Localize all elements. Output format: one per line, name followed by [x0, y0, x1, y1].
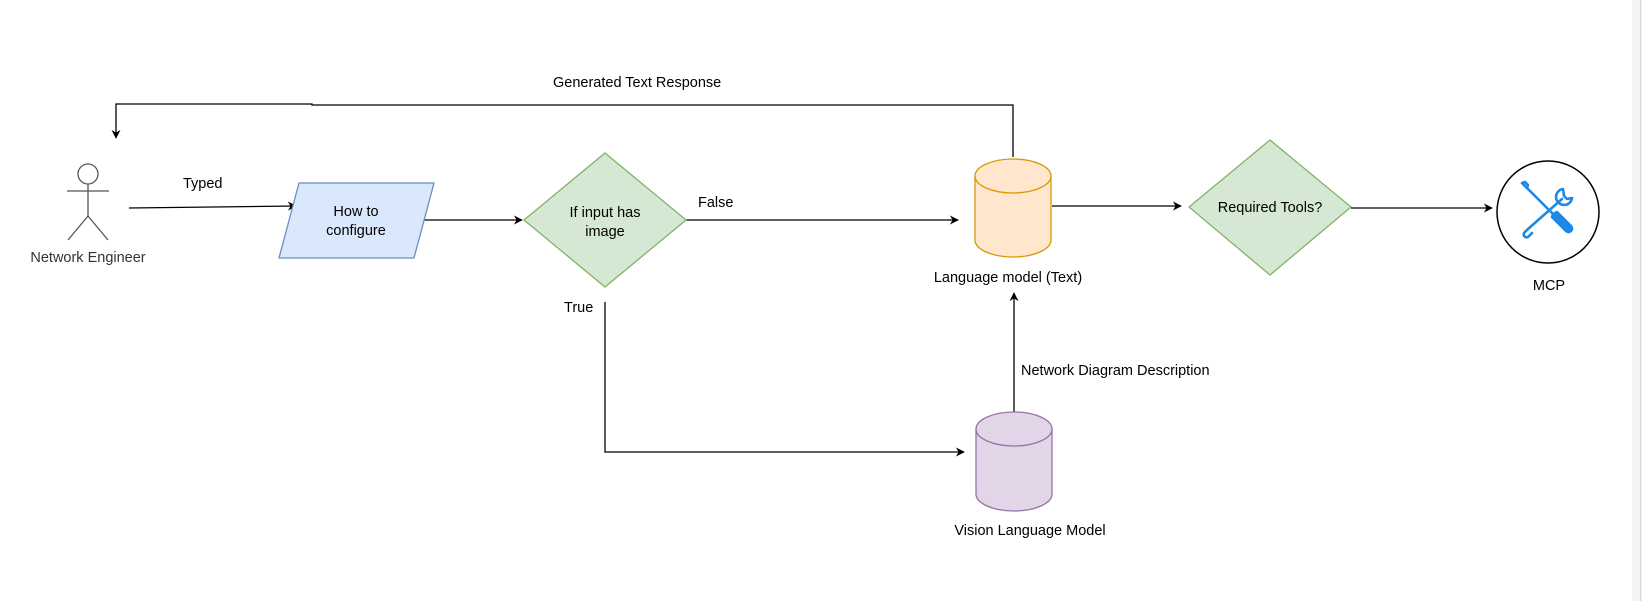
- actor-network-engineer[interactable]: Network Engineer: [30, 163, 146, 266]
- edge-true[interactable]: [604, 302, 965, 457]
- actor-label: Network Engineer: [30, 250, 145, 266]
- mcp-label: MCP: [1533, 278, 1565, 294]
- parallelogram-shape: [278, 182, 435, 259]
- mcp-node[interactable]: MCP: [1496, 160, 1600, 294]
- required-tools-label: Required Tools?: [1218, 200, 1323, 216]
- diamond-shape: [1187, 139, 1353, 276]
- input-line-1: How to: [333, 204, 378, 220]
- stick-figure-icon: [67, 163, 109, 241]
- edge-typed[interactable]: [128, 201, 297, 211]
- language-model-text[interactable]: Language model (Text): [934, 158, 1082, 286]
- edge-label-typed: Typed: [183, 176, 223, 192]
- decision-if-input-has-image[interactable]: If input has image: [522, 152, 688, 288]
- input-how-to-configure[interactable]: How to configure: [278, 182, 435, 259]
- tools-icon: [1520, 180, 1574, 239]
- edge-generated-response[interactable]: [111, 103, 1014, 157]
- edge-label-false: False: [698, 195, 733, 211]
- edge-label-description: Network Diagram Description: [1021, 363, 1210, 379]
- input-line-2: configure: [326, 223, 386, 239]
- vlm-label: Vision Language Model: [954, 523, 1105, 539]
- edge-label-true: True: [564, 300, 593, 316]
- edge-label-generated: Generated Text Response: [553, 75, 721, 91]
- database-cylinder-icon: [974, 158, 1052, 258]
- lm-text-label: Language model (Text): [934, 270, 1082, 286]
- database-cylinder-icon: [975, 411, 1053, 512]
- decision-line-2: image: [585, 224, 625, 240]
- vertical-scrollbar[interactable]: [1632, 0, 1642, 601]
- diamond-shape: [522, 152, 688, 288]
- vision-language-model[interactable]: Vision Language Model: [954, 411, 1106, 539]
- decision-line-1: If input has: [570, 205, 641, 221]
- edges: [111, 103, 1493, 457]
- decision-required-tools[interactable]: Required Tools?: [1187, 139, 1353, 276]
